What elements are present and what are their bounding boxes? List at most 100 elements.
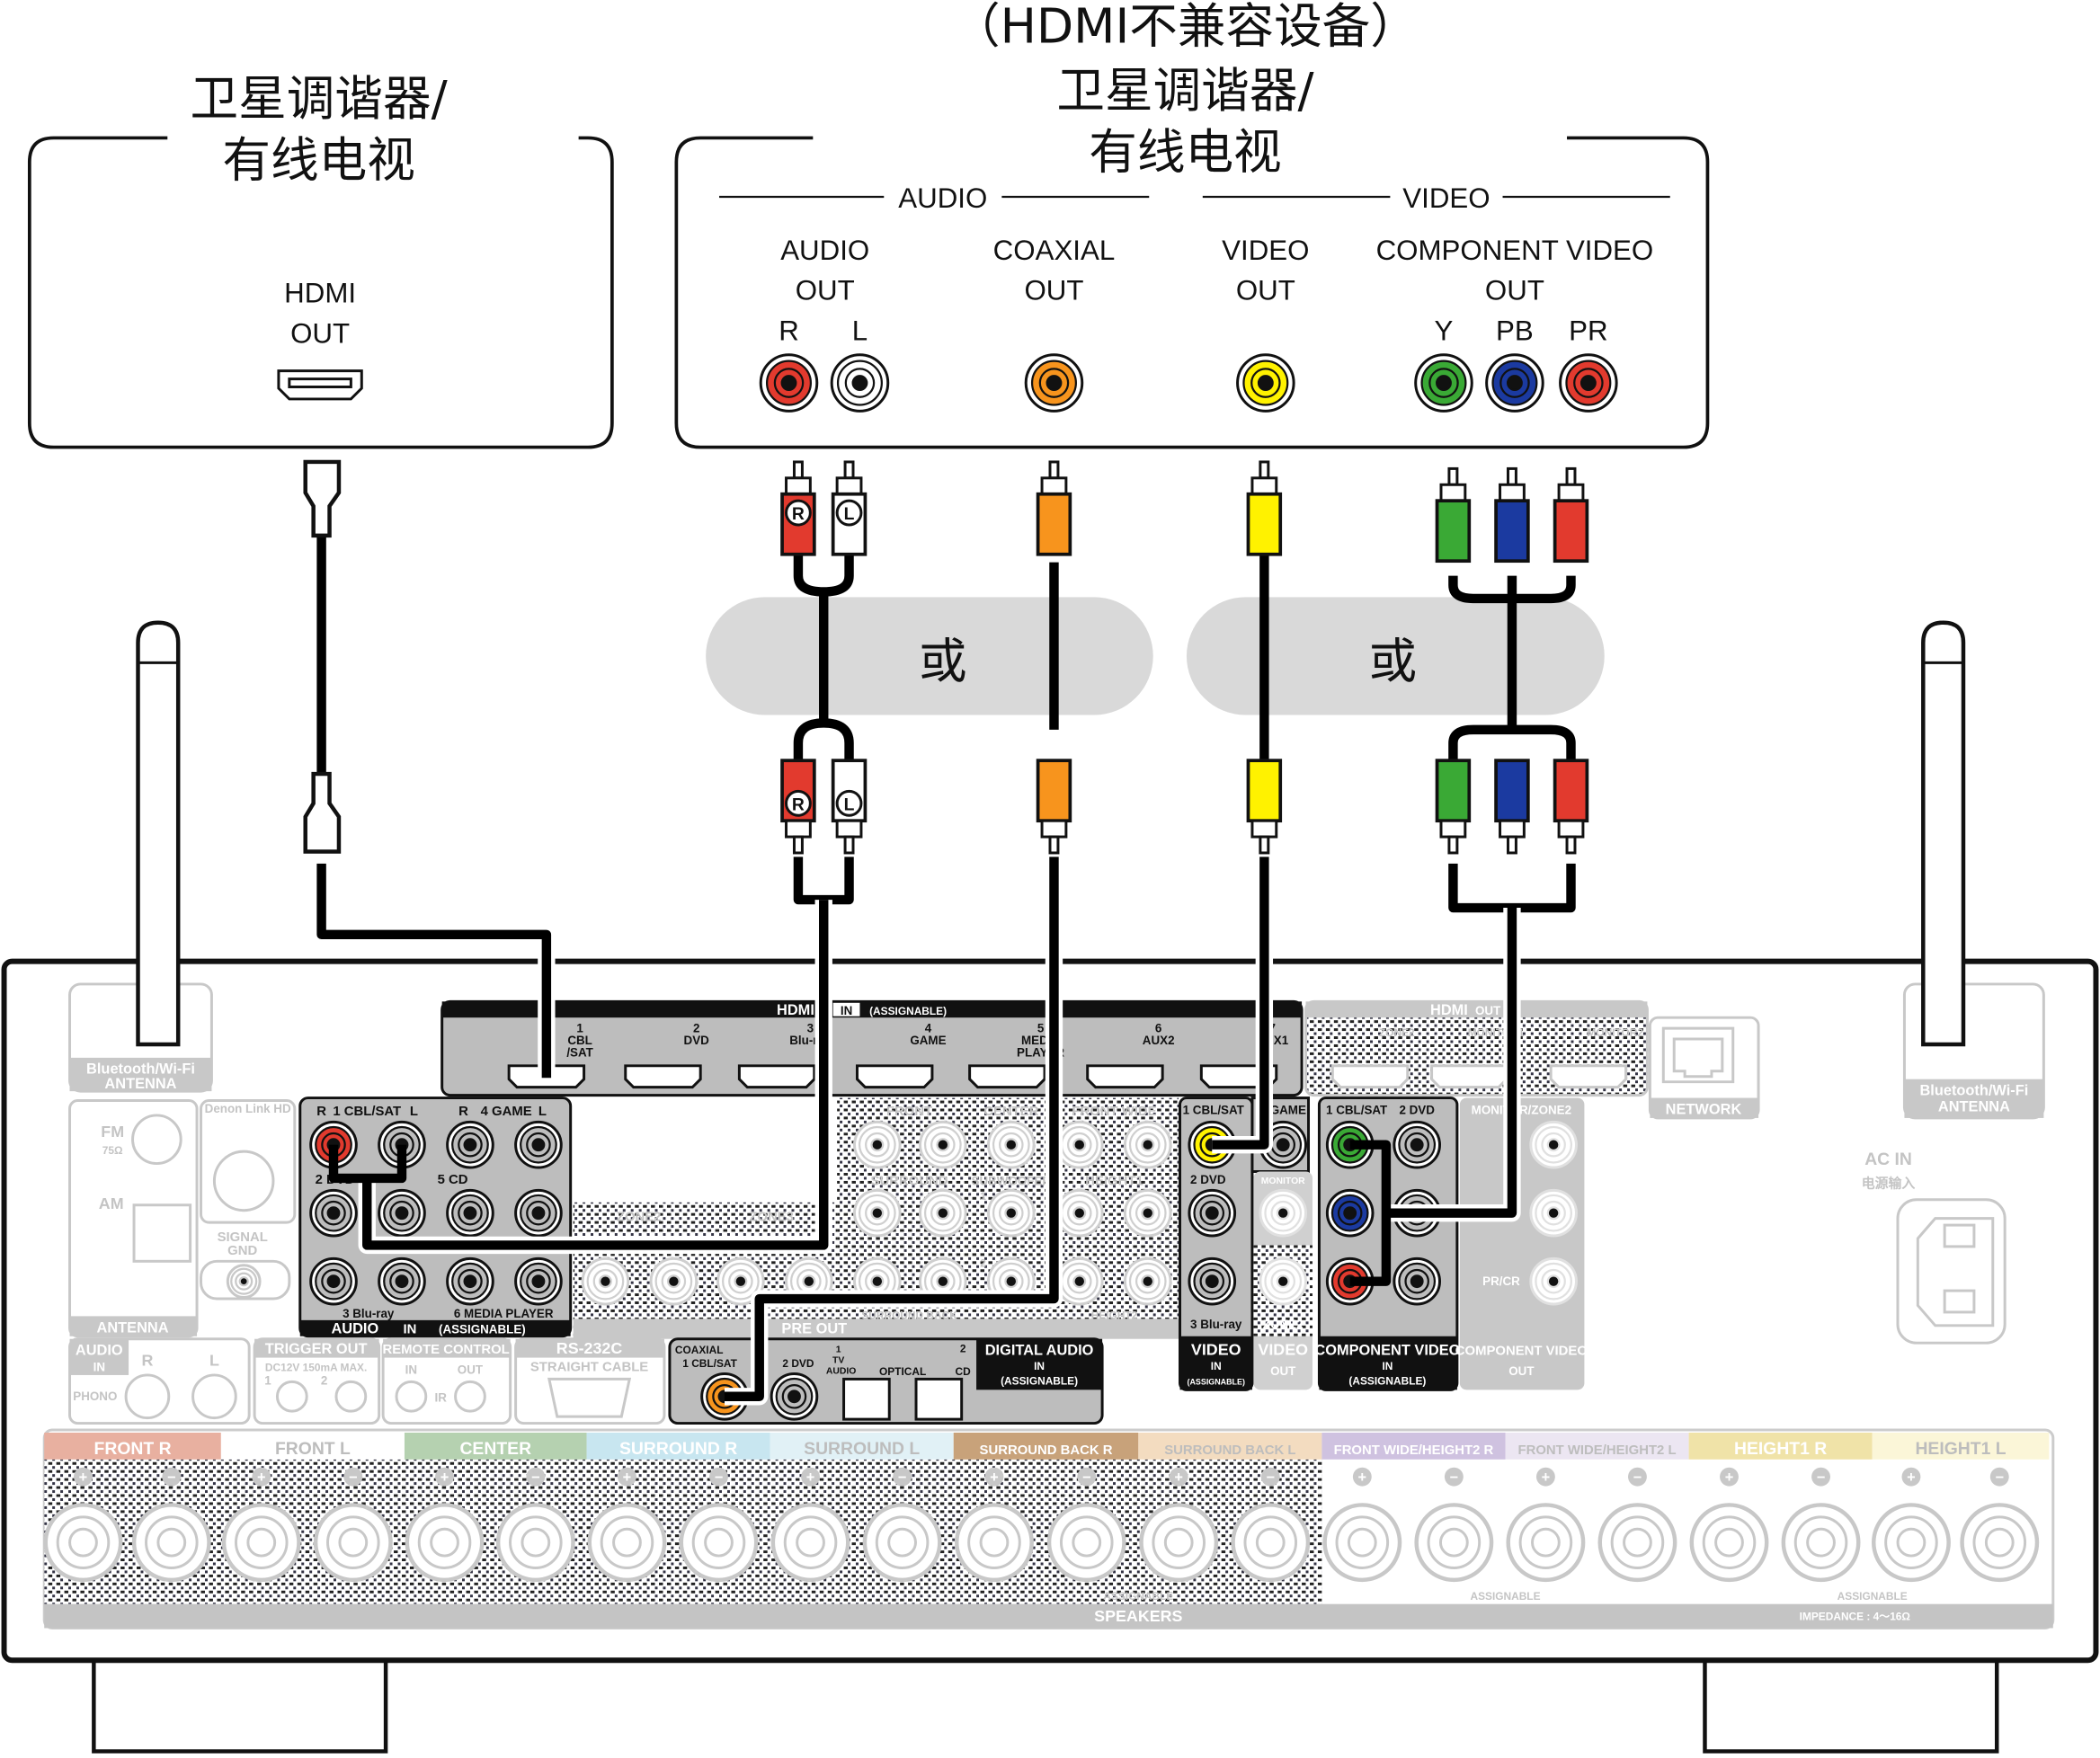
speaker-terminal[interactable] bbox=[770, 1503, 850, 1583]
speaker-terminal[interactable] bbox=[405, 1503, 485, 1583]
video-in-2-jack[interactable] bbox=[1188, 1188, 1237, 1238]
speaker-terminal[interactable] bbox=[1139, 1503, 1219, 1583]
component-out-jack[interactable] bbox=[1529, 1120, 1578, 1169]
speaker-terminal[interactable] bbox=[1231, 1503, 1311, 1583]
audio-in-jack[interactable] bbox=[446, 1188, 494, 1238]
video-out-jack[interactable] bbox=[1236, 353, 1295, 413]
video-out-badge: OUT bbox=[1270, 1364, 1296, 1378]
audio-in-jack[interactable] bbox=[309, 1188, 358, 1238]
audio-in-jack[interactable] bbox=[378, 1188, 426, 1238]
pre-out-jack[interactable] bbox=[986, 1120, 1036, 1169]
trigger-2-jack[interactable] bbox=[334, 1380, 368, 1413]
pre-out-jack[interactable] bbox=[986, 1188, 1036, 1238]
pre-out-jack[interactable] bbox=[1054, 1120, 1104, 1169]
antenna-right[interactable] bbox=[1921, 620, 1966, 1047]
pre-out-jack[interactable] bbox=[919, 1188, 967, 1238]
speaker-channel-header bbox=[953, 1432, 1139, 1460]
am-terminal[interactable] bbox=[132, 1203, 192, 1263]
minus-icon bbox=[709, 1467, 728, 1487]
audio-in-jack[interactable] bbox=[309, 1120, 358, 1169]
component-out-jack[interactable] bbox=[1529, 1256, 1578, 1306]
audio-in-jack[interactable] bbox=[446, 1120, 494, 1169]
hdmi-in-port-6[interactable] bbox=[1086, 1064, 1164, 1089]
optical-2-port[interactable] bbox=[914, 1377, 964, 1421]
coaxial-in-2-jack[interactable] bbox=[770, 1372, 819, 1421]
video-out-zone2-jack[interactable] bbox=[1259, 1256, 1308, 1306]
speaker-terminal[interactable] bbox=[1872, 1503, 1951, 1583]
speaker-terminal[interactable] bbox=[1781, 1503, 1861, 1583]
speaker-terminal[interactable] bbox=[1689, 1503, 1769, 1583]
speaker-terminal[interactable] bbox=[679, 1503, 759, 1583]
speaker-terminal[interactable] bbox=[1414, 1503, 1494, 1583]
audio-in-jack[interactable] bbox=[309, 1256, 358, 1306]
hdmi-in-port-3[interactable] bbox=[737, 1064, 816, 1089]
remote-in-jack[interactable] bbox=[395, 1380, 428, 1413]
network-port[interactable] bbox=[1661, 1026, 1735, 1084]
video-out-monitor-jack[interactable] bbox=[1259, 1188, 1308, 1238]
speaker-terminal[interactable] bbox=[1506, 1503, 1586, 1583]
antenna-left[interactable] bbox=[136, 620, 181, 1047]
phono-l-jack[interactable] bbox=[191, 1373, 237, 1420]
component-y-jack[interactable] bbox=[1414, 353, 1473, 413]
hdmi-in-port-2[interactable] bbox=[624, 1064, 702, 1089]
pre-out-jack[interactable] bbox=[1123, 1256, 1172, 1306]
video-in-3-jack[interactable] bbox=[1188, 1256, 1237, 1306]
component-pr-jack[interactable] bbox=[1559, 353, 1618, 413]
speaker-terminal[interactable] bbox=[1597, 1503, 1677, 1583]
speaker-channel-label: FRONT L bbox=[275, 1439, 351, 1459]
speaker-terminal[interactable] bbox=[587, 1503, 667, 1583]
speaker-terminal[interactable] bbox=[495, 1503, 575, 1583]
optical-1-port[interactable] bbox=[842, 1377, 891, 1421]
pre-out-jack[interactable] bbox=[716, 1256, 765, 1306]
speaker-terminal[interactable] bbox=[862, 1503, 942, 1583]
hdmi-in-assignable: (ASSIGNABLE) bbox=[869, 1005, 947, 1017]
speaker-terminal[interactable] bbox=[313, 1503, 393, 1583]
hdmi-in-port-5[interactable] bbox=[968, 1064, 1046, 1089]
remote-out-jack[interactable] bbox=[454, 1380, 486, 1413]
pre-out-jack[interactable] bbox=[1054, 1256, 1104, 1306]
phono-r-jack[interactable] bbox=[124, 1373, 171, 1420]
ac-in-socket[interactable] bbox=[1896, 1198, 2007, 1345]
component-pb-jack[interactable] bbox=[1485, 353, 1544, 413]
signal-gnd-jack[interactable] bbox=[226, 1264, 262, 1300]
denon-link-jack[interactable] bbox=[212, 1150, 275, 1212]
speaker-terminal[interactable] bbox=[955, 1503, 1034, 1583]
speaker-terminal[interactable] bbox=[131, 1503, 211, 1583]
hdmi-out-port-icon[interactable] bbox=[277, 369, 363, 401]
pre-out-jack[interactable] bbox=[649, 1256, 699, 1306]
component-in-1-jack[interactable] bbox=[1325, 1188, 1375, 1238]
speaker-terminal[interactable] bbox=[1960, 1503, 2040, 1583]
audio-in-jack[interactable] bbox=[446, 1256, 494, 1306]
rs232c-port[interactable] bbox=[547, 1377, 632, 1418]
pre-out-jack[interactable] bbox=[853, 1188, 902, 1238]
hdmi-in-title: HDMI bbox=[777, 1002, 814, 1018]
speaker-terminal[interactable] bbox=[1322, 1503, 1402, 1583]
trigger-1-jack[interactable] bbox=[275, 1380, 308, 1413]
audio-out-l-jack[interactable] bbox=[830, 353, 890, 413]
pre-out-jack[interactable] bbox=[1123, 1188, 1172, 1238]
hdmi-out-port-3[interactable] bbox=[1549, 1064, 1628, 1089]
component-out-jack[interactable] bbox=[1529, 1188, 1578, 1238]
speaker-terminal[interactable] bbox=[1046, 1503, 1126, 1583]
hdmi-out-port-2[interactable] bbox=[1430, 1064, 1508, 1089]
pre-out-jack[interactable] bbox=[853, 1120, 902, 1169]
component-in-2-jack[interactable] bbox=[1393, 1120, 1441, 1169]
zone2-label: ZONE2 bbox=[617, 1211, 662, 1225]
pre-out-jack[interactable] bbox=[1123, 1120, 1172, 1169]
audio-in-jack[interactable] bbox=[514, 1120, 563, 1169]
hdmi-out-port-1[interactable] bbox=[1330, 1064, 1410, 1089]
plus-icon bbox=[1352, 1467, 1372, 1487]
component-in-2-jack[interactable] bbox=[1393, 1256, 1441, 1306]
audio-out-r-jack[interactable] bbox=[759, 353, 819, 413]
hdmi-in-port-4[interactable] bbox=[855, 1064, 934, 1089]
fm-jack[interactable] bbox=[131, 1114, 182, 1166]
audio-in-jack[interactable] bbox=[514, 1256, 563, 1306]
audio-in-jack[interactable] bbox=[514, 1188, 563, 1238]
speaker-terminal[interactable] bbox=[43, 1503, 123, 1583]
pre-out-jack[interactable] bbox=[581, 1256, 630, 1306]
pre-out-jack[interactable] bbox=[1054, 1188, 1104, 1238]
speaker-terminal[interactable] bbox=[221, 1503, 301, 1583]
audio-in-jack[interactable] bbox=[378, 1256, 426, 1306]
pre-out-jack[interactable] bbox=[919, 1120, 967, 1169]
coaxial-out-jack[interactable] bbox=[1024, 353, 1084, 413]
